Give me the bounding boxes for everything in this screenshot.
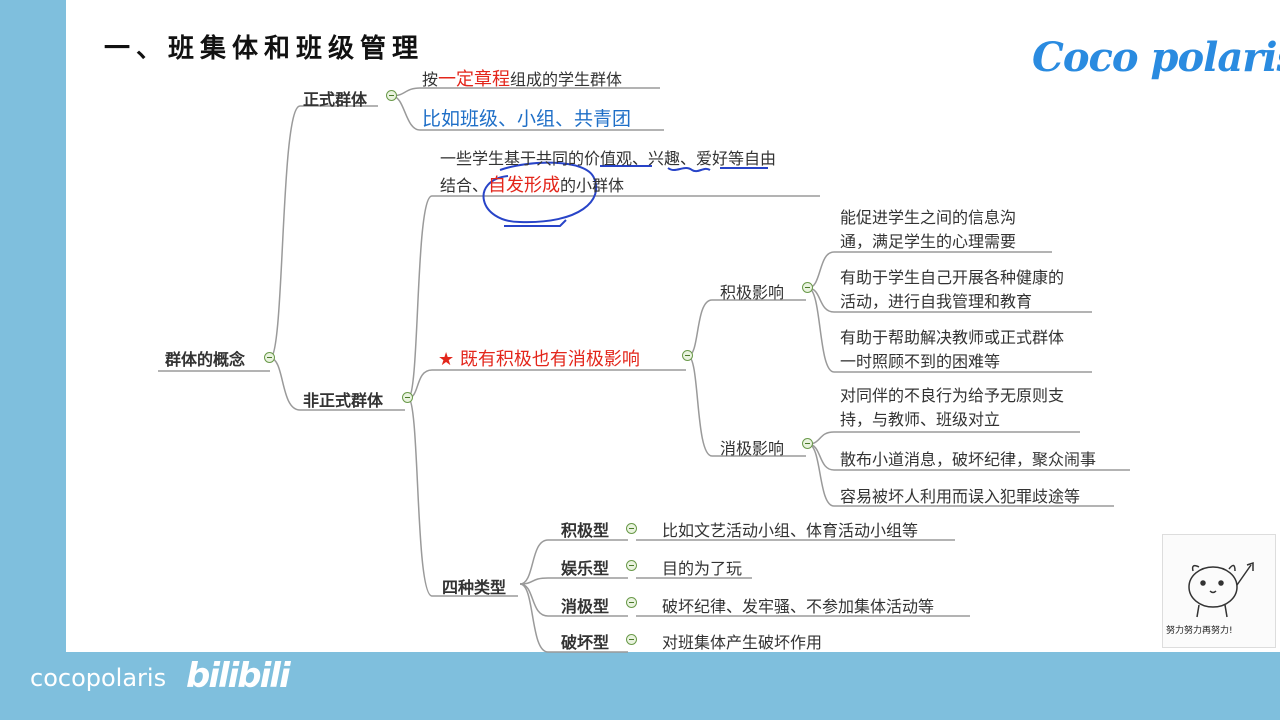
connector-neg1	[807, 431, 1080, 445]
node-neg2[interactable]: 散布小道消息，破坏纪律，聚众闹事	[840, 450, 1097, 469]
node-negative[interactable]: 消极影响	[720, 439, 785, 458]
underline-spontaneous	[504, 219, 567, 227]
node-types[interactable]: 四种类型	[442, 578, 507, 597]
hamster-sticker	[1162, 534, 1276, 648]
connector-t2	[519, 577, 628, 585]
collapse-influence-toggle[interactable]	[682, 350, 693, 361]
connector-neg3	[807, 443, 1114, 507]
node-informal-definition-line1[interactable]: 一些学生基于共同的价值观、兴趣、爱好等自由	[440, 149, 777, 168]
node-formal-definition[interactable]: 按一定章程组成的学生群体	[422, 65, 622, 91]
circle-spontaneous	[482, 161, 598, 224]
informal-def-part1: 结合、	[440, 176, 489, 195]
node-type-destructive-desc[interactable]: 对班集体产生破坏作用	[662, 633, 823, 652]
node-pos2[interactable]: 有助于学生自己开展各种健康的活动，进行自我管理和教育	[840, 268, 1065, 311]
node-type-positive-desc[interactable]: 比如文艺活动小组、体育活动小组等	[662, 521, 919, 540]
node-type-destructive[interactable]: 破坏型	[561, 633, 610, 652]
node-informal-definition-line2[interactable]: 结合、自发形成的小群体	[440, 171, 624, 197]
hamster-icon	[1188, 561, 1254, 618]
node-type-positive[interactable]: 积极型	[561, 521, 610, 540]
connector-informal-types	[407, 397, 518, 597]
node-type-negative-desc[interactable]: 破坏纪律、发牢骚、不参加集体活动等	[662, 597, 935, 616]
footer-channel: cocopolaris	[30, 664, 167, 692]
collapse-positive-toggle[interactable]	[802, 282, 813, 293]
formal-def-part2: 组成的学生群体	[510, 70, 623, 89]
informal-def-part2: 的小群体	[560, 176, 625, 195]
connector-root-formal	[269, 105, 378, 359]
connector-influence-positive	[687, 299, 806, 357]
node-type-negative[interactable]: 消极型	[561, 597, 610, 616]
informal-def-highlight: 自发形成	[488, 175, 561, 196]
connector-informal-influence	[407, 369, 686, 399]
node-type-entertainment-desc[interactable]: 目的为了玩	[662, 559, 743, 578]
bilibili-logo: bilibili	[186, 656, 291, 696]
node-formal-example[interactable]: 比如班级、小组、共青团	[422, 108, 632, 130]
node-neg3[interactable]: 容易被坏人利用而误入犯罪歧途等	[840, 487, 1081, 506]
connector-root-informal	[269, 357, 405, 411]
sticker-caption: 努力努力再努力!	[1166, 626, 1233, 636]
star-icon: ★	[438, 349, 455, 370]
slide-canvas	[66, 0, 1280, 652]
collapse-t1-toggle[interactable]	[626, 523, 637, 534]
formal-def-highlight: 一定章程	[438, 69, 511, 90]
collapse-formal-toggle[interactable]	[386, 90, 397, 101]
handwritten-annotations	[482, 161, 768, 227]
node-root[interactable]: 群体的概念	[165, 350, 246, 369]
node-informal[interactable]: 非正式群体	[303, 391, 384, 410]
underline-interest	[667, 167, 711, 173]
node-type-entertainment[interactable]: 娱乐型	[561, 559, 610, 578]
connector-pos3	[807, 287, 1092, 373]
formal-def-part1: 按	[422, 70, 439, 89]
node-formal[interactable]: 正式群体	[303, 90, 368, 109]
collapse-negative-toggle[interactable]	[802, 438, 813, 449]
connector-t1	[519, 539, 628, 585]
collapse-t4-toggle[interactable]	[626, 634, 637, 645]
node-pos3[interactable]: 有助于帮助解决教师或正式群体一时照顾不到的困难等	[840, 328, 1065, 371]
node-neg1[interactable]: 对同伴的不良行为给予无原则支持，与教师、班级对立	[840, 386, 1065, 429]
node-influence[interactable]: ★ 既有积极也有消极影响	[438, 345, 640, 371]
footer-bar	[0, 652, 1280, 720]
node-pos1[interactable]: 能促进学生之间的信息沟通，满足学生的心理需要	[840, 208, 1017, 251]
connector-t3	[519, 583, 628, 617]
collapse-t2-toggle[interactable]	[626, 560, 637, 571]
connector-t4	[519, 583, 628, 653]
connector-influence-negative	[687, 355, 806, 457]
node-positive[interactable]: 积极影响	[720, 283, 785, 302]
influence-label: 既有积极也有消极影响	[459, 349, 640, 370]
connector-informal-def	[407, 195, 820, 399]
collapse-t3-toggle[interactable]	[626, 597, 637, 608]
collapse-informal-toggle[interactable]	[402, 392, 413, 403]
collapse-root-toggle[interactable]	[264, 352, 275, 363]
brand-logo: Coco polaris	[1032, 34, 1280, 81]
page-title: 一、班集体和班级管理	[104, 34, 425, 64]
